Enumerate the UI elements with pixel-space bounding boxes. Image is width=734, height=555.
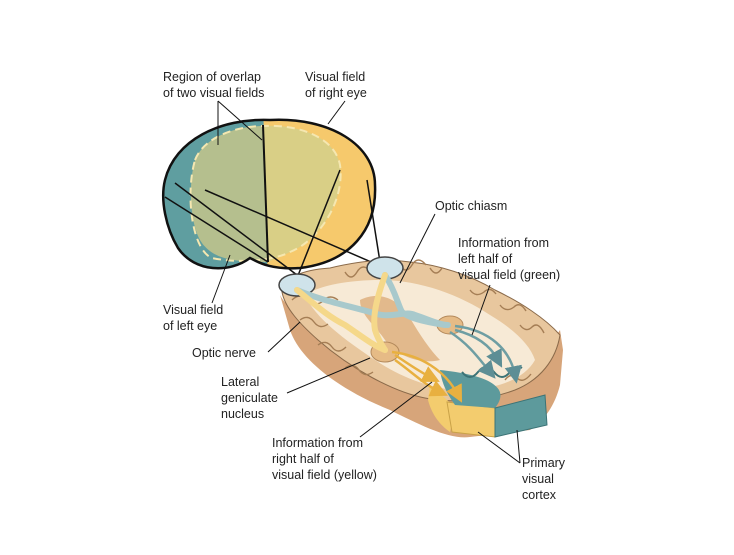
label-info-right-half: Information from right half of visual fi… [272,436,377,482]
leader-info-right [359,381,433,438]
green-pathway-right [382,272,448,328]
overlap-right-part [263,125,341,262]
gyri-folds-right [469,288,545,381]
label-primary-visual-cortex: Primary visual cortex [522,456,566,502]
leader-left-field [211,254,231,304]
projection-line-3 [204,189,386,269]
leader-optic-nerve [267,321,301,353]
label-optic-nerve: Optic nerve [192,346,256,360]
label-optic-chiasm: Optic chiasm [435,199,508,213]
leader-overlap-b [217,100,263,141]
yellow-cortex-inner [428,385,455,432]
brain-section [278,256,563,438]
overlap-dashed-outline [189,124,342,262]
leader-optic-chiasm [399,213,436,284]
leader-cortex-green [516,429,521,464]
visual-field-outline [161,118,377,270]
green-arrow-3 [454,324,522,384]
vertical-meridian [262,124,269,263]
projection-line-2 [296,169,341,279]
yellow-arrow-3 [391,350,463,403]
left-horizontal-meridian [164,196,269,263]
green-cortex-strip [494,394,548,438]
label-info-left-half: Information from left half of visual fie… [458,236,561,282]
label-right-eye-field: Visual field of right eye [305,70,367,100]
leader-info-left [471,284,491,336]
green-arrow-2 [449,330,496,379]
projection-line-1 [174,182,298,276]
label-overlap-region: Region of overlap of two visual fields [163,70,265,100]
label-lateral-geniculate-nucleus: Lateral geniculate nucleus [221,375,278,421]
label-left-eye-field: Visual field of left eye [163,303,224,333]
yellow-pathway-left [294,287,388,353]
leader-lines [211,100,521,464]
leader-right-field [327,100,346,125]
yellow-pathway-right [371,272,388,353]
yellow-arrow-1 [394,353,440,382]
leader-cortex-yellow [477,431,521,464]
projection-line-4 [366,179,381,263]
green-arrow-1 [454,328,503,368]
yellow-arrow-2 [394,358,448,397]
leader-lgn [286,357,371,394]
overlap-left-part [190,126,268,262]
